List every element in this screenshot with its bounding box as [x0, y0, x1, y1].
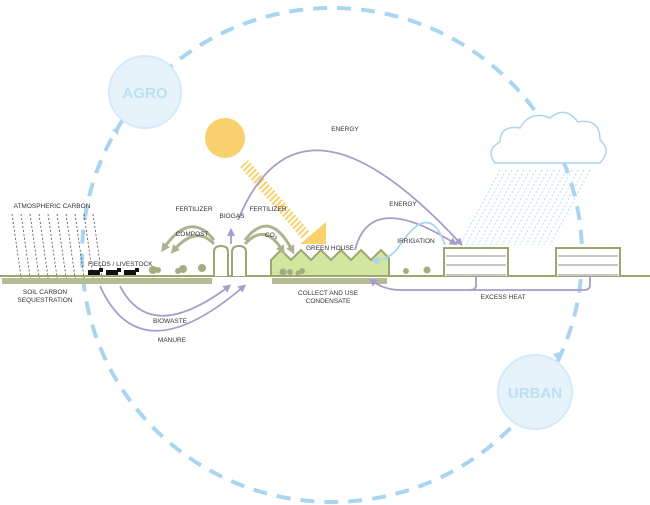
label-fertilizer-right: FERTILIZER — [249, 206, 286, 213]
irrigation-arrow — [371, 221, 446, 265]
label-atmospheric-carbon: ATMOSPHERIC CARBON — [14, 203, 91, 210]
carbon-streak — [20, 213, 32, 285]
urban-buildings — [443, 247, 621, 276]
rain-streak — [471, 169, 513, 246]
fertilizer-arrows — [161, 224, 295, 255]
cycle-arrow-down — [553, 352, 560, 361]
label-biogas: BIOGAS — [220, 213, 246, 220]
carbon-streak — [74, 213, 86, 285]
flow-arrows — [99, 149, 591, 332]
rain-streak — [549, 169, 591, 246]
carbon-streak — [29, 213, 41, 285]
livestock-icons — [88, 268, 139, 275]
label-condensate: CONDENSATE — [306, 298, 351, 305]
label-energy-mid: ENERGY — [389, 201, 417, 208]
carbon-streak — [56, 213, 68, 285]
carbon-streak — [38, 213, 50, 285]
label-compost: COMPOST — [176, 231, 209, 238]
label-co2: CO2 — [265, 232, 278, 240]
carbon-streak — [11, 213, 23, 285]
soil-strip — [2, 278, 212, 284]
urban-node: URBAN — [497, 354, 573, 430]
carbon-streak — [47, 213, 59, 285]
rain-streak — [495, 169, 537, 246]
label-sequestration: SEQUESTRATION — [17, 297, 72, 304]
sunlight-ray — [240, 160, 310, 239]
carbon-streak — [65, 213, 77, 285]
rain-streak — [483, 169, 525, 246]
trees — [149, 264, 431, 274]
rain-streak — [519, 169, 561, 246]
greenhouse — [270, 248, 390, 277]
rain-streak — [501, 169, 543, 246]
label-excess-heat: EXCESS HEAT — [480, 294, 525, 301]
rain-streak — [477, 169, 519, 246]
label-irrigation: IRRIGATION — [397, 238, 435, 245]
rain-streak — [459, 169, 501, 246]
rain-streak — [531, 169, 573, 246]
rain-streak — [465, 169, 507, 246]
cycle-arrow-up — [112, 126, 120, 135]
rain-streak — [513, 169, 555, 246]
sunlight-arrowhead — [300, 222, 326, 244]
svg-text:URBAN: URBAN — [508, 385, 562, 402]
sun-icon — [205, 118, 245, 158]
label-collect-use: COLLECT AND USE — [298, 290, 359, 297]
label-soil-carbon: SOIL CARBON — [23, 289, 67, 296]
label-greenhouse: GREEN HOUSE — [306, 245, 355, 252]
rain-streak — [525, 169, 567, 246]
label-fertilizer-left: FERTILIZER — [175, 206, 212, 213]
greenhouse-soil — [272, 278, 387, 284]
cloud-icon — [490, 111, 607, 164]
biogas-silos — [213, 244, 247, 276]
agro-node: AGRO — [108, 55, 182, 129]
rain-streak — [507, 169, 549, 246]
svg-text:AGRO: AGRO — [123, 85, 168, 102]
rain-streak — [537, 169, 579, 246]
rain — [459, 169, 591, 246]
label-energy-top: ENERGY — [331, 126, 359, 133]
label-fields-livestock: FIELDS / LIVESTOCK — [88, 261, 153, 268]
building-floors — [446, 255, 618, 276]
label-biowaste: BIOWASTE — [153, 318, 188, 325]
rain-streak — [489, 169, 531, 246]
label-manure: MANURE — [158, 337, 187, 344]
